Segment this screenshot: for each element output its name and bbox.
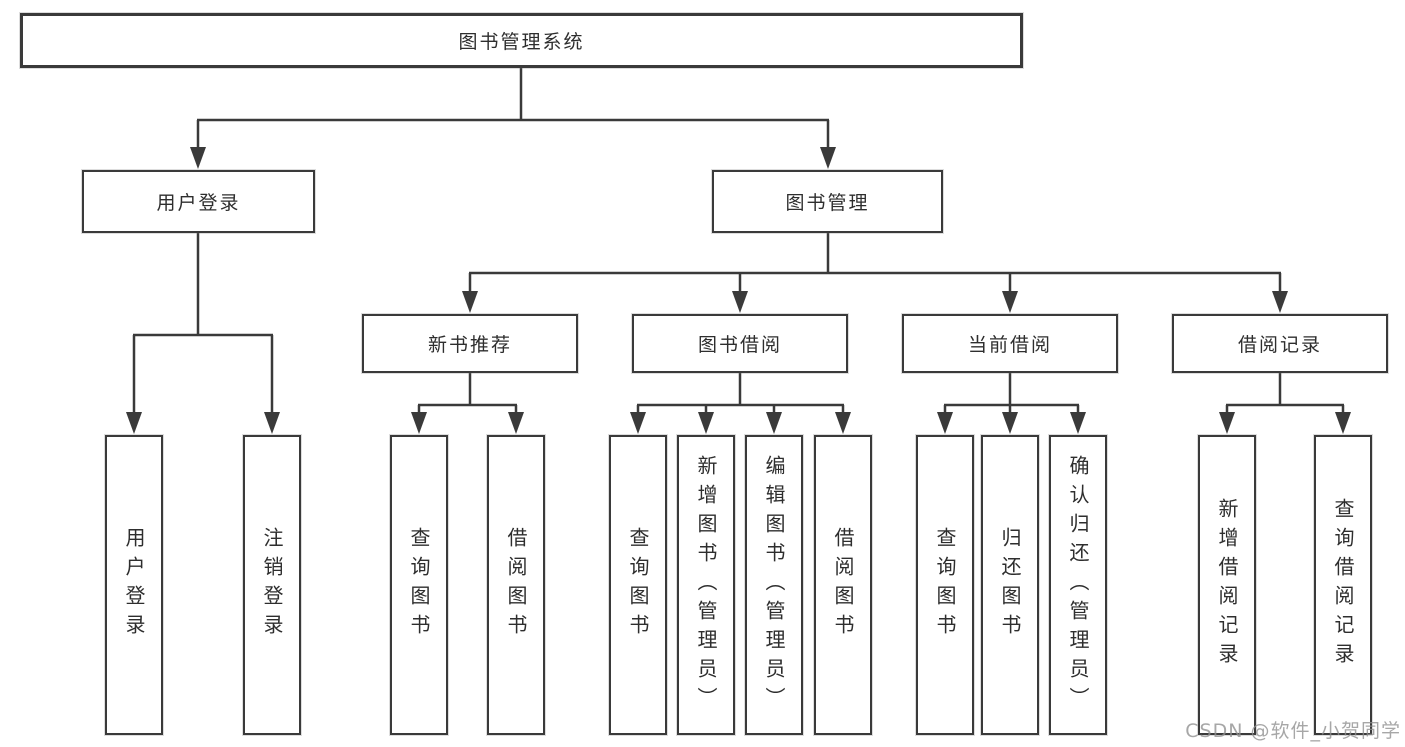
arrowhead <box>835 412 851 434</box>
node-leaf-user-login: 用户登录 <box>105 435 163 735</box>
node-borrow-record-label: 借阅记录 <box>1237 334 1322 356</box>
arrowhead <box>1335 412 1351 434</box>
arrowhead <box>508 412 524 434</box>
arrowhead <box>1002 412 1018 434</box>
arrowhead <box>462 291 478 313</box>
node-book-management: 图书管理 <box>712 170 943 233</box>
leaf-label: 查询图书 <box>407 527 431 643</box>
arrowhead <box>1272 291 1288 313</box>
arrowhead <box>820 147 836 169</box>
node-new-book-recommend-label: 新书推荐 <box>427 334 512 356</box>
leaf-label: 查询借阅记录 <box>1331 498 1355 672</box>
node-book-borrow: 图书借阅 <box>632 314 848 373</box>
leaf-label: 归还图书 <box>998 527 1022 643</box>
node-leaf-edit-book-admin: 编辑图书（管理员） <box>745 435 803 735</box>
arrowhead <box>411 412 427 434</box>
arrowhead <box>1070 412 1086 434</box>
leaf-label: 新增图书（管理员） <box>694 454 718 716</box>
leaf-label: 用户登录 <box>122 527 146 643</box>
node-leaf-query-book-3: 查询图书 <box>916 435 974 735</box>
node-user-login-label: 用户登录 <box>156 192 241 214</box>
arrowhead <box>126 412 142 434</box>
node-leaf-add-borrow-record: 新增借阅记录 <box>1198 435 1256 735</box>
leaf-label: 借阅图书 <box>831 527 855 643</box>
arrowhead <box>732 291 748 313</box>
node-current-borrow-label: 当前借阅 <box>967 334 1052 356</box>
node-leaf-return-book: 归还图书 <box>981 435 1039 735</box>
arrowhead <box>190 147 206 169</box>
arrowhead <box>1219 412 1235 434</box>
node-leaf-confirm-return-admin: 确认归还（管理员） <box>1049 435 1107 735</box>
node-leaf-query-book-1: 查询图书 <box>390 435 448 735</box>
arrowhead <box>937 412 953 434</box>
node-leaf-query-book-2: 查询图书 <box>609 435 667 735</box>
node-book-management-label: 图书管理 <box>785 192 870 214</box>
node-leaf-borrow-book-2: 借阅图书 <box>814 435 872 735</box>
node-root-label: 图书管理系统 <box>458 31 585 53</box>
leaf-label: 借阅图书 <box>504 527 528 643</box>
node-new-book-recommend: 新书推荐 <box>362 314 578 373</box>
node-leaf-query-borrow-record: 查询借阅记录 <box>1314 435 1372 735</box>
arrowhead <box>698 412 714 434</box>
arrowhead <box>1002 291 1018 313</box>
node-leaf-logout: 注销登录 <box>243 435 301 735</box>
leaf-label: 查询图书 <box>933 527 957 643</box>
csdn-watermark: CSDN @软件_小贺同学 <box>1185 720 1401 742</box>
node-leaf-add-book-admin: 新增图书（管理员） <box>677 435 735 735</box>
node-root: 图书管理系统 <box>20 13 1023 68</box>
leaf-label: 查询图书 <box>626 527 650 643</box>
leaf-label: 编辑图书（管理员） <box>762 454 786 716</box>
arrowhead <box>630 412 646 434</box>
node-user-login: 用户登录 <box>82 170 315 233</box>
node-borrow-record: 借阅记录 <box>1172 314 1388 373</box>
leaf-label: 新增借阅记录 <box>1215 498 1239 672</box>
arrowhead <box>264 412 280 434</box>
node-leaf-borrow-book-1: 借阅图书 <box>487 435 545 735</box>
node-book-borrow-label: 图书借阅 <box>697 334 782 356</box>
node-current-borrow: 当前借阅 <box>902 314 1118 373</box>
leaf-label: 注销登录 <box>260 527 284 643</box>
arrowhead <box>766 412 782 434</box>
leaf-label: 确认归还（管理员） <box>1066 454 1090 716</box>
